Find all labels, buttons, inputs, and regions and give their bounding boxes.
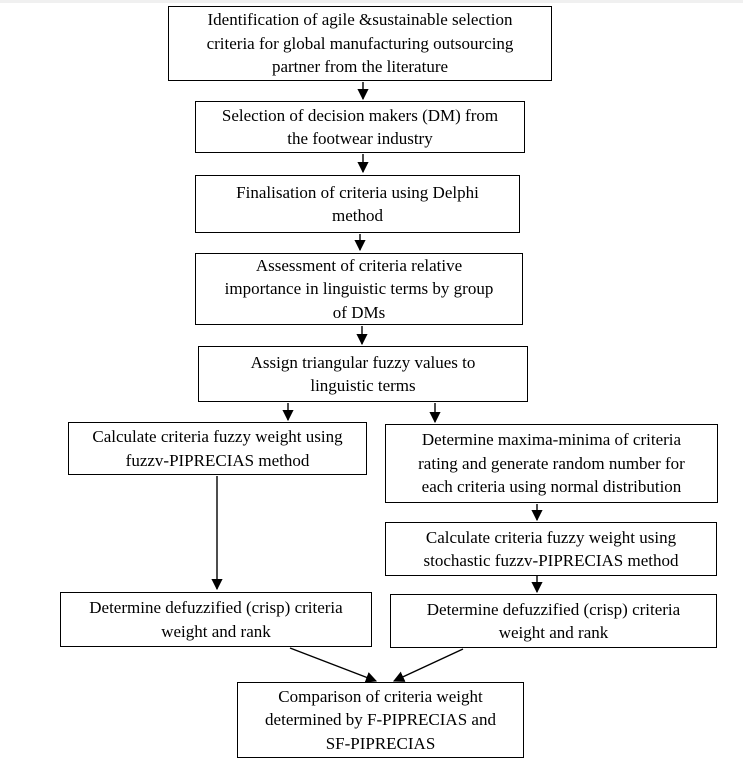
node-comparison: Comparison of criteria weight determined… <box>237 682 524 758</box>
node-maxima-minima-random: Determine maxima-minima of criteria rati… <box>385 424 718 503</box>
arrow-defuzzleft-to-comparison <box>289 647 378 683</box>
node-defuzzified-right: Determine defuzzified (crisp) criteria w… <box>390 594 717 648</box>
node-delphi-finalisation: Finalisation of criteria using Delphi me… <box>195 175 520 233</box>
node-fuzzy-piprecias-weight: Calculate criteria fuzzy weight using fu… <box>68 422 367 475</box>
node-defuzzified-left: Determine defuzzified (crisp) criteria w… <box>60 592 372 647</box>
arrow-defuzzright-to-comparison <box>392 648 464 682</box>
node-assessment-linguistic: Assessment of criteria relative importan… <box>195 253 523 325</box>
node-triangular-fuzzy-values: Assign triangular fuzzy values to lingui… <box>198 346 528 402</box>
page-top-edge <box>0 0 743 3</box>
node-identification-criteria: Identification of agile &sustainable sel… <box>168 6 552 81</box>
node-stochastic-fuzzy-weight: Calculate criteria fuzzy weight using st… <box>385 522 717 576</box>
node-dm-selection: Selection of decision makers (DM) from t… <box>195 101 525 153</box>
